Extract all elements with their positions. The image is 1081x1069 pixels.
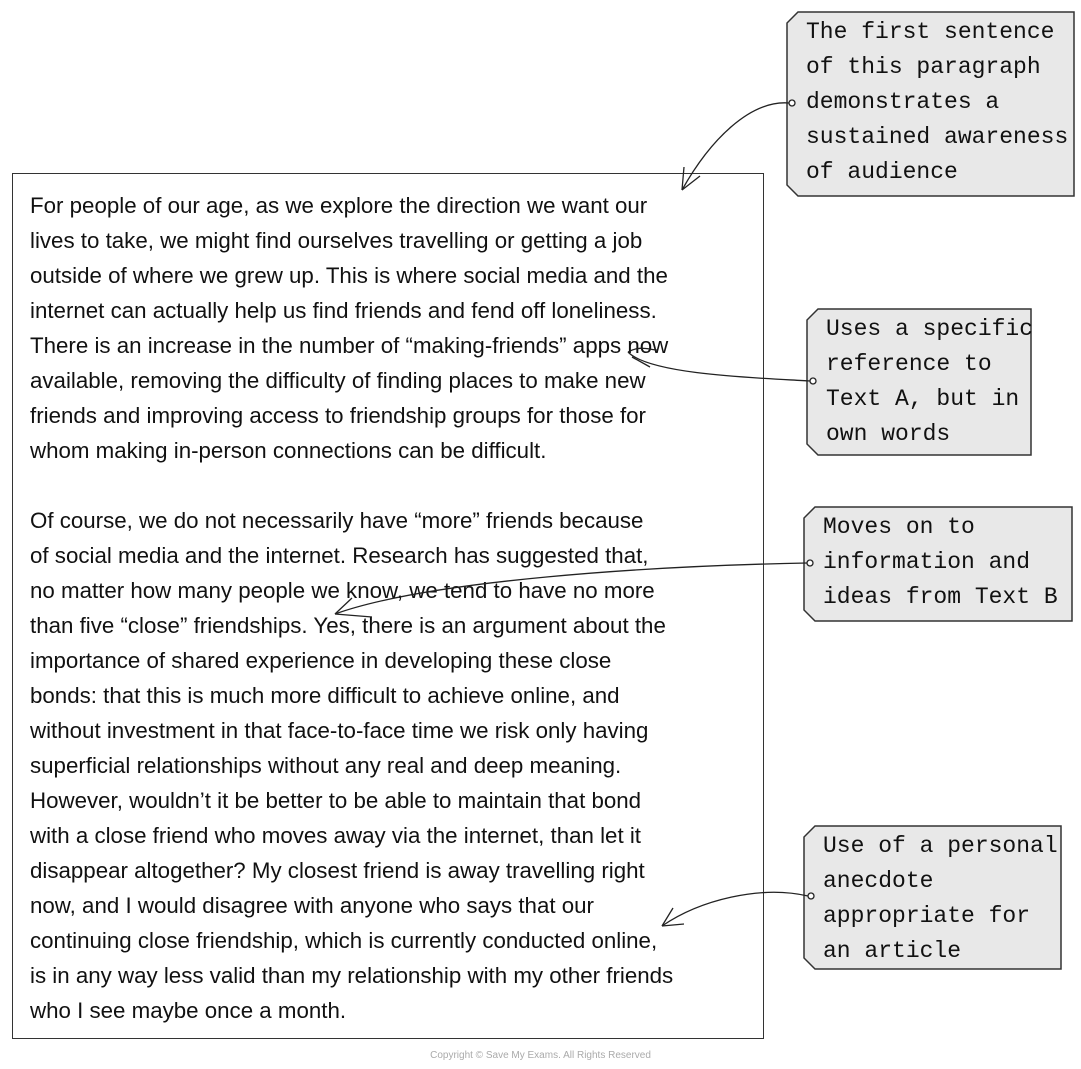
annotation-line: reference to	[826, 351, 992, 377]
annotation-line: appropriate for	[823, 903, 1031, 929]
text-line: There is an increase in the number of “m…	[30, 333, 669, 358]
text-line: than five “close” friendships. Yes, ther…	[30, 613, 666, 638]
text-line: now, and I would disagree with anyone wh…	[30, 893, 594, 918]
annotation-line: Text A, but in	[826, 386, 1020, 412]
annotation-3: Moves on to information and ideas from T…	[803, 506, 1074, 622]
annotation-line: of audience	[806, 159, 958, 185]
annotation-line: sustained awareness	[806, 124, 1069, 150]
annotation-line: an article	[823, 938, 962, 964]
annotation-line: Uses a specific	[826, 316, 1034, 342]
text-line: with a close friend who moves away via t…	[30, 823, 641, 848]
annotation-line: of this paragraph	[806, 54, 1041, 80]
text-line: whom making in-person connections can be…	[30, 438, 547, 463]
article-box: For people of our age, as we explore the…	[12, 173, 764, 1039]
annotation-line: ideas from Text B	[823, 584, 1058, 610]
text-line: outside of where we grew up. This is whe…	[30, 263, 668, 288]
annotation-line: own words	[826, 421, 951, 447]
text-line: continuing close friendship, which is cu…	[30, 928, 658, 953]
annotation-line: demonstrates a	[806, 89, 1000, 115]
annotation-line: Moves on to	[823, 514, 975, 540]
annotation-line: The first sentence	[806, 19, 1055, 45]
text-line: superficial relationships without any re…	[30, 753, 622, 778]
text-line: lives to take, we might find ourselves t…	[30, 228, 643, 253]
text-line: of social media and the internet. Resear…	[30, 543, 649, 568]
annotation-4: Use of a personal anecdote appropriate f…	[803, 825, 1063, 970]
text-line: friends and improving access to friendsh…	[30, 403, 646, 428]
paragraph-1: For people of our age, as we explore the…	[30, 188, 668, 468]
text-line: For people of our age, as we explore the…	[30, 193, 648, 218]
text-line: available, removing the difficulty of fi…	[30, 368, 646, 393]
text-line: However, wouldn’t it be better to be abl…	[30, 788, 642, 813]
text-line: is in any way less valid than my relatio…	[30, 963, 674, 988]
text-line: who I see maybe once a month.	[30, 998, 347, 1023]
text-line: importance of shared experience in devel…	[30, 648, 612, 673]
annotation-line: Use of a personal	[823, 833, 1058, 859]
annotation-line: information and	[823, 549, 1031, 575]
text-line: internet can actually help us find frien…	[30, 298, 657, 323]
text-line: disappear altogether? My closest friend …	[30, 858, 645, 883]
text-line: bonds: that this is much more difficult …	[30, 683, 620, 708]
copyright: Copyright © Save My Exams. All Rights Re…	[430, 1050, 651, 1061]
paragraph-2: Of course, we do not necessarily have “m…	[30, 503, 673, 1028]
text-line: no matter how many people we know, we te…	[30, 578, 655, 603]
annotation-1: The first sentence of this paragraph dem…	[786, 11, 1076, 197]
annotation-2: Uses a specific reference to Text A, but…	[806, 308, 1033, 457]
text-line: Of course, we do not necessarily have “m…	[30, 508, 644, 533]
annotation-line: anecdote	[823, 868, 934, 894]
text-line: without investment in that face-to-face …	[30, 718, 649, 743]
